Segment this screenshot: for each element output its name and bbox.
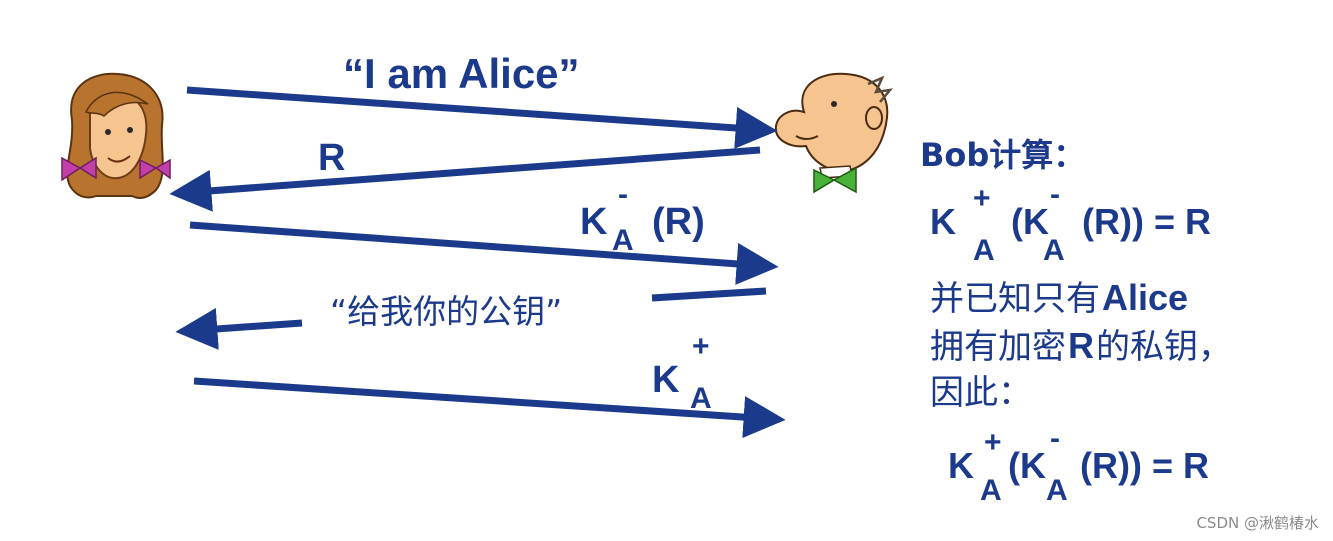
note-text: 拥有加密 bbox=[930, 327, 1066, 367]
key-letter: K bbox=[580, 201, 608, 243]
label-i-am-alice: “I am Alice” bbox=[343, 50, 580, 97]
bob-figure bbox=[776, 74, 890, 192]
bob-equation-2: K + A (K - A (R)) = R bbox=[948, 422, 1209, 507]
key-subscript: A bbox=[612, 224, 634, 257]
note-name: Alice bbox=[1102, 277, 1188, 318]
eq-sup-plus: + bbox=[973, 182, 991, 215]
alice-eye bbox=[127, 127, 133, 133]
eq-sup-minus: - bbox=[1050, 422, 1060, 455]
label-give-me-public-key: “给我你的公钥” bbox=[330, 292, 562, 331]
key-superscript: + bbox=[692, 330, 710, 363]
key-argument: (R) bbox=[652, 201, 705, 243]
note-text: 的私钥， bbox=[1096, 327, 1232, 367]
eq-sup-plus: + bbox=[984, 426, 1002, 459]
eq-rest: (R)) = R bbox=[1080, 445, 1209, 486]
label-r: R bbox=[318, 137, 345, 179]
watermark: CSDN @湫鹤椿水 bbox=[1196, 512, 1319, 533]
bob-note-line-3: 因此： bbox=[930, 373, 1032, 413]
label-private-key-r: K - A (R) bbox=[580, 178, 705, 257]
eq-sub-a: A bbox=[1046, 474, 1068, 507]
key-superscript: - bbox=[618, 178, 628, 211]
alice-eye bbox=[105, 129, 111, 135]
bob-equation-1: K + A (K - A (R)) = R bbox=[930, 178, 1211, 267]
bob-ear bbox=[866, 107, 882, 129]
arrow-nonce-r bbox=[182, 150, 760, 193]
eq-open-k: (K bbox=[1008, 445, 1046, 486]
eq-sub-a: A bbox=[980, 474, 1002, 507]
arrow-key-request-right-segment bbox=[652, 291, 766, 298]
bob-note-line-2: 拥有加密 R 的私钥， bbox=[930, 325, 1232, 367]
bob-note-heading: Bob计算： bbox=[920, 136, 1085, 174]
bob-note-line-1: 并已知只有 Alice bbox=[930, 277, 1188, 319]
eq-sup-minus: - bbox=[1050, 178, 1060, 211]
key-subscript: A bbox=[690, 382, 712, 415]
note-r: R bbox=[1068, 325, 1094, 366]
bob-note: Bob计算： K + A (K - A (R)) = R 并已知只有 Alice… bbox=[920, 136, 1232, 507]
message-arrows bbox=[182, 90, 773, 419]
eq-sub-a: A bbox=[973, 234, 995, 267]
arrow-public-key bbox=[194, 381, 773, 419]
label-public-key: K + A bbox=[652, 330, 712, 415]
eq-k: K bbox=[930, 201, 956, 242]
eq-sub-a: A bbox=[1043, 234, 1065, 267]
note-text: 并已知只有 bbox=[930, 279, 1100, 319]
alice-figure bbox=[62, 74, 170, 198]
eq-k: K bbox=[948, 445, 974, 486]
key-letter: K bbox=[652, 359, 680, 401]
eq-rest: (R)) = R bbox=[1082, 201, 1211, 242]
arrow-key-request bbox=[188, 323, 302, 331]
bob-eye bbox=[831, 101, 837, 107]
